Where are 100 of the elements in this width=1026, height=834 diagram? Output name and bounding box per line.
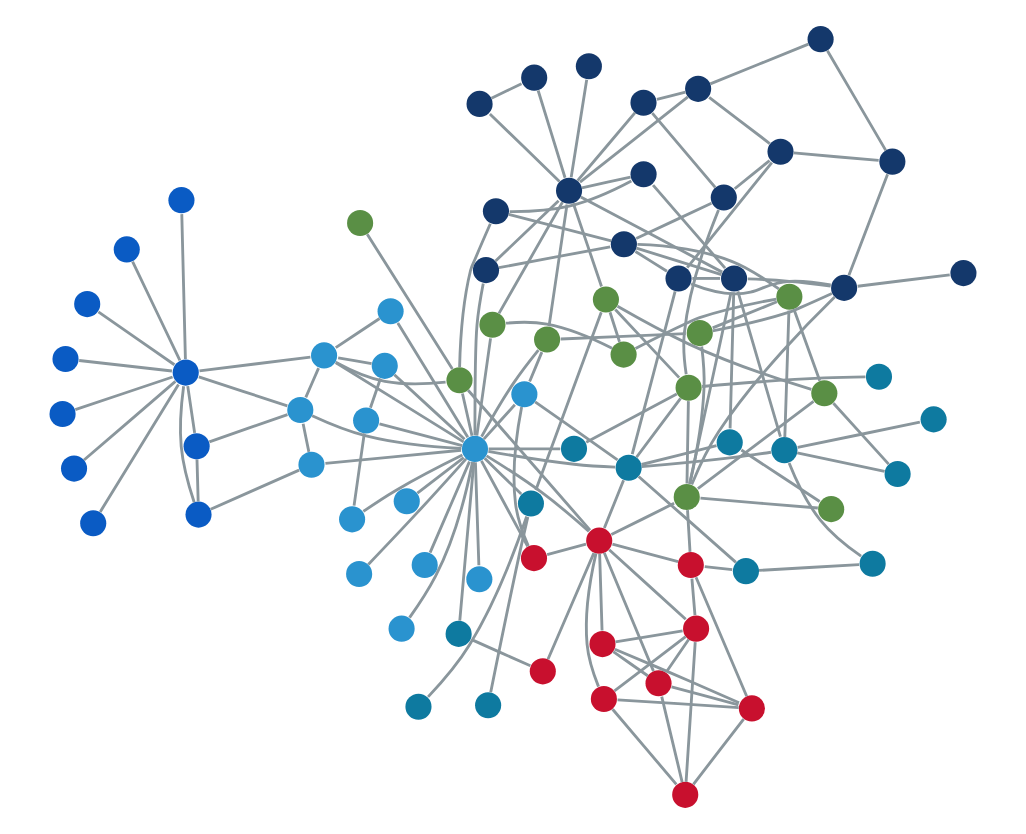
connector [656, 90, 686, 101]
connector [832, 402, 890, 466]
node-circle [446, 367, 473, 394]
connector [686, 161, 773, 269]
node-circle [445, 620, 472, 647]
connector [458, 223, 492, 368]
node-circle [475, 692, 502, 719]
node-circle [511, 381, 538, 408]
connector [366, 233, 454, 370]
connector [612, 542, 679, 564]
connector [690, 578, 697, 616]
node-circle [521, 64, 548, 91]
node-circle [388, 615, 415, 642]
node-circle [831, 274, 858, 301]
node-circle [52, 345, 79, 372]
connector [712, 300, 778, 330]
connector [634, 297, 777, 350]
connector [497, 201, 564, 315]
connector [480, 349, 540, 438]
connector [580, 195, 723, 274]
node-circle [534, 326, 561, 353]
connector [598, 553, 604, 631]
node-circle [556, 177, 583, 204]
connector [335, 360, 446, 386]
node-circle [74, 291, 101, 318]
connector [304, 367, 320, 398]
connector [396, 322, 469, 438]
node-circle [183, 433, 210, 460]
connector [634, 250, 668, 273]
node-circle [339, 506, 366, 533]
connector [614, 647, 740, 705]
node-circle [168, 187, 195, 214]
connector [694, 576, 748, 697]
connector [603, 479, 625, 529]
node-circle [461, 435, 489, 462]
connector [505, 320, 613, 350]
connector [131, 261, 182, 361]
connector [180, 214, 187, 360]
connector [857, 273, 950, 288]
node-circle [482, 198, 509, 225]
node-circle [405, 693, 432, 720]
connector [826, 50, 887, 152]
connector [179, 386, 196, 503]
node-circle [677, 552, 704, 579]
connector [708, 96, 771, 145]
connector [660, 696, 684, 783]
connector [688, 346, 706, 484]
node-circle [466, 566, 493, 593]
connector [195, 459, 200, 502]
connector [602, 552, 655, 672]
node-circle [859, 550, 886, 577]
connector [579, 95, 689, 184]
node-circle [807, 26, 834, 53]
node-circle [575, 53, 602, 80]
connector [528, 351, 544, 383]
connector [334, 317, 381, 349]
connector [613, 635, 687, 693]
connector [498, 245, 611, 270]
node-circle [683, 615, 710, 642]
node-circle [172, 359, 199, 386]
connector [311, 414, 462, 450]
connector [367, 457, 468, 566]
connector [608, 311, 621, 343]
connector [685, 401, 690, 484]
connector [701, 375, 866, 388]
connector [585, 392, 678, 444]
node-circle [732, 558, 759, 585]
connector [688, 291, 733, 485]
connector [635, 397, 682, 459]
connector [700, 496, 818, 510]
node-circle [529, 658, 556, 685]
connector [546, 542, 587, 556]
node-circle [721, 265, 748, 292]
connector [611, 708, 678, 786]
node-circle [49, 400, 76, 428]
connector [393, 373, 466, 441]
connector [584, 553, 600, 688]
connector [488, 450, 616, 469]
connector [637, 242, 780, 291]
connector [408, 461, 474, 619]
node-circle [738, 695, 765, 722]
node-circle [686, 320, 713, 347]
node-circle [811, 380, 838, 407]
connector [692, 277, 721, 280]
connector [651, 112, 717, 189]
connector [369, 378, 382, 409]
connector [474, 462, 481, 566]
node-circle [80, 510, 107, 537]
connector [630, 291, 677, 455]
connector [576, 111, 637, 182]
connector [684, 642, 697, 782]
node-circle [377, 298, 404, 325]
connector [488, 447, 561, 451]
node-circle [673, 484, 700, 511]
connector [712, 292, 833, 333]
connector [637, 475, 737, 564]
node-circle [615, 454, 642, 481]
connector [467, 389, 592, 532]
connector [736, 291, 782, 438]
connector [458, 461, 476, 621]
